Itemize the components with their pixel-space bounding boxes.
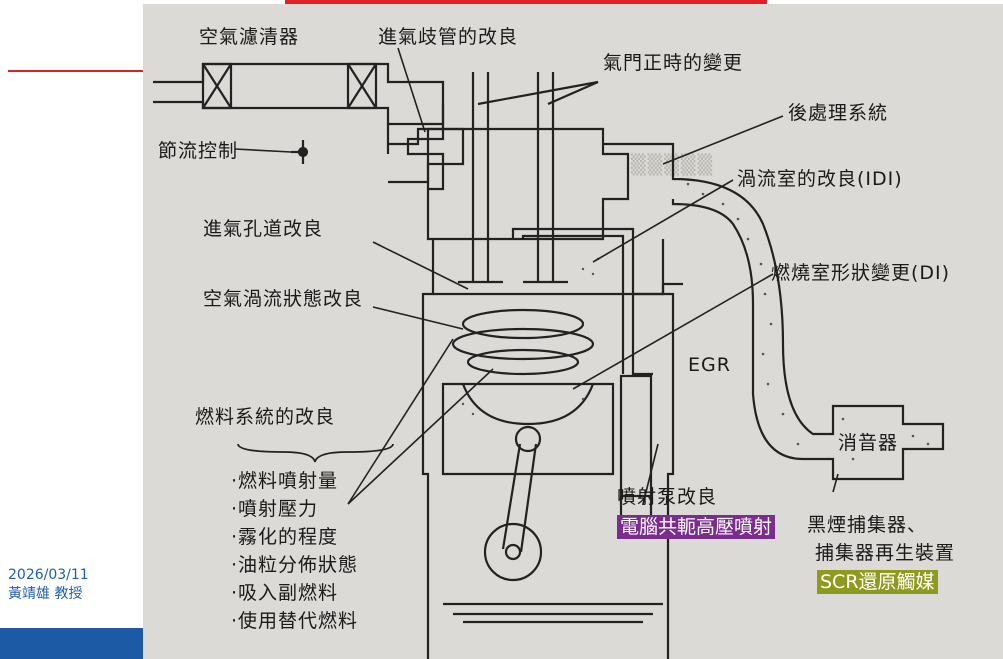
label-injection-pump: 噴射泵改良 (617, 486, 718, 508)
label-air-swirl: 空氣渦流狀態改良 (203, 288, 364, 310)
fuel-list-item: ·油粒分佈狀態 (231, 554, 359, 576)
label-soot-trap-2: 捕集器再生裝置 (815, 542, 956, 564)
highlight-common-rail: 電腦共軛高壓噴射 (617, 515, 776, 539)
slide-author: 黃靖雄 教授 (8, 586, 83, 602)
label-muffler: 消音器 (838, 432, 899, 454)
label-intake-manifold: 進氣歧管的改良 (378, 26, 519, 48)
label-soot-trap-1: 黑煙捕集器、 (807, 514, 928, 536)
slide-meta: 2026/03/11 黃靖雄 教授 (8, 566, 89, 604)
label-combustion-chamber: 燃燒室形狀變更(DI) (771, 262, 951, 284)
highlight-scr: SCR還原觸媒 (817, 570, 938, 594)
label-swirl-chamber: 渦流室的改良(IDI) (737, 168, 903, 190)
label-valve-timing: 氣門正時的變更 (603, 52, 744, 74)
engine-diagram-photo: ▒▒▒▒▒ (143, 4, 1003, 659)
label-fuel-system: 燃料系統的改良 (195, 406, 336, 428)
fuel-list-item: ·燃料噴射量 (231, 470, 339, 492)
bg-text: ▒▒▒▒▒ (631, 154, 715, 176)
fuel-list-item: ·吸入副燃料 (231, 582, 339, 604)
label-throttle: 節流控制 (158, 140, 239, 162)
footer-bar (0, 628, 150, 659)
label-egr: EGR (688, 354, 731, 376)
engine-schematic (153, 47, 945, 659)
label-intake-port: 進氣孔道改良 (203, 218, 324, 240)
fuel-list-item: ·霧化的程度 (231, 526, 339, 548)
label-air-filter: 空氣濾清器 (199, 26, 300, 48)
fuel-list-item: ·使用替代燃料 (231, 610, 359, 632)
label-aftertreatment: 後處理系統 (788, 102, 889, 124)
title-underline (8, 70, 158, 72)
fuel-list-item: ·噴射壓力 (231, 498, 319, 520)
slide-date: 2026/03/11 (8, 567, 89, 583)
